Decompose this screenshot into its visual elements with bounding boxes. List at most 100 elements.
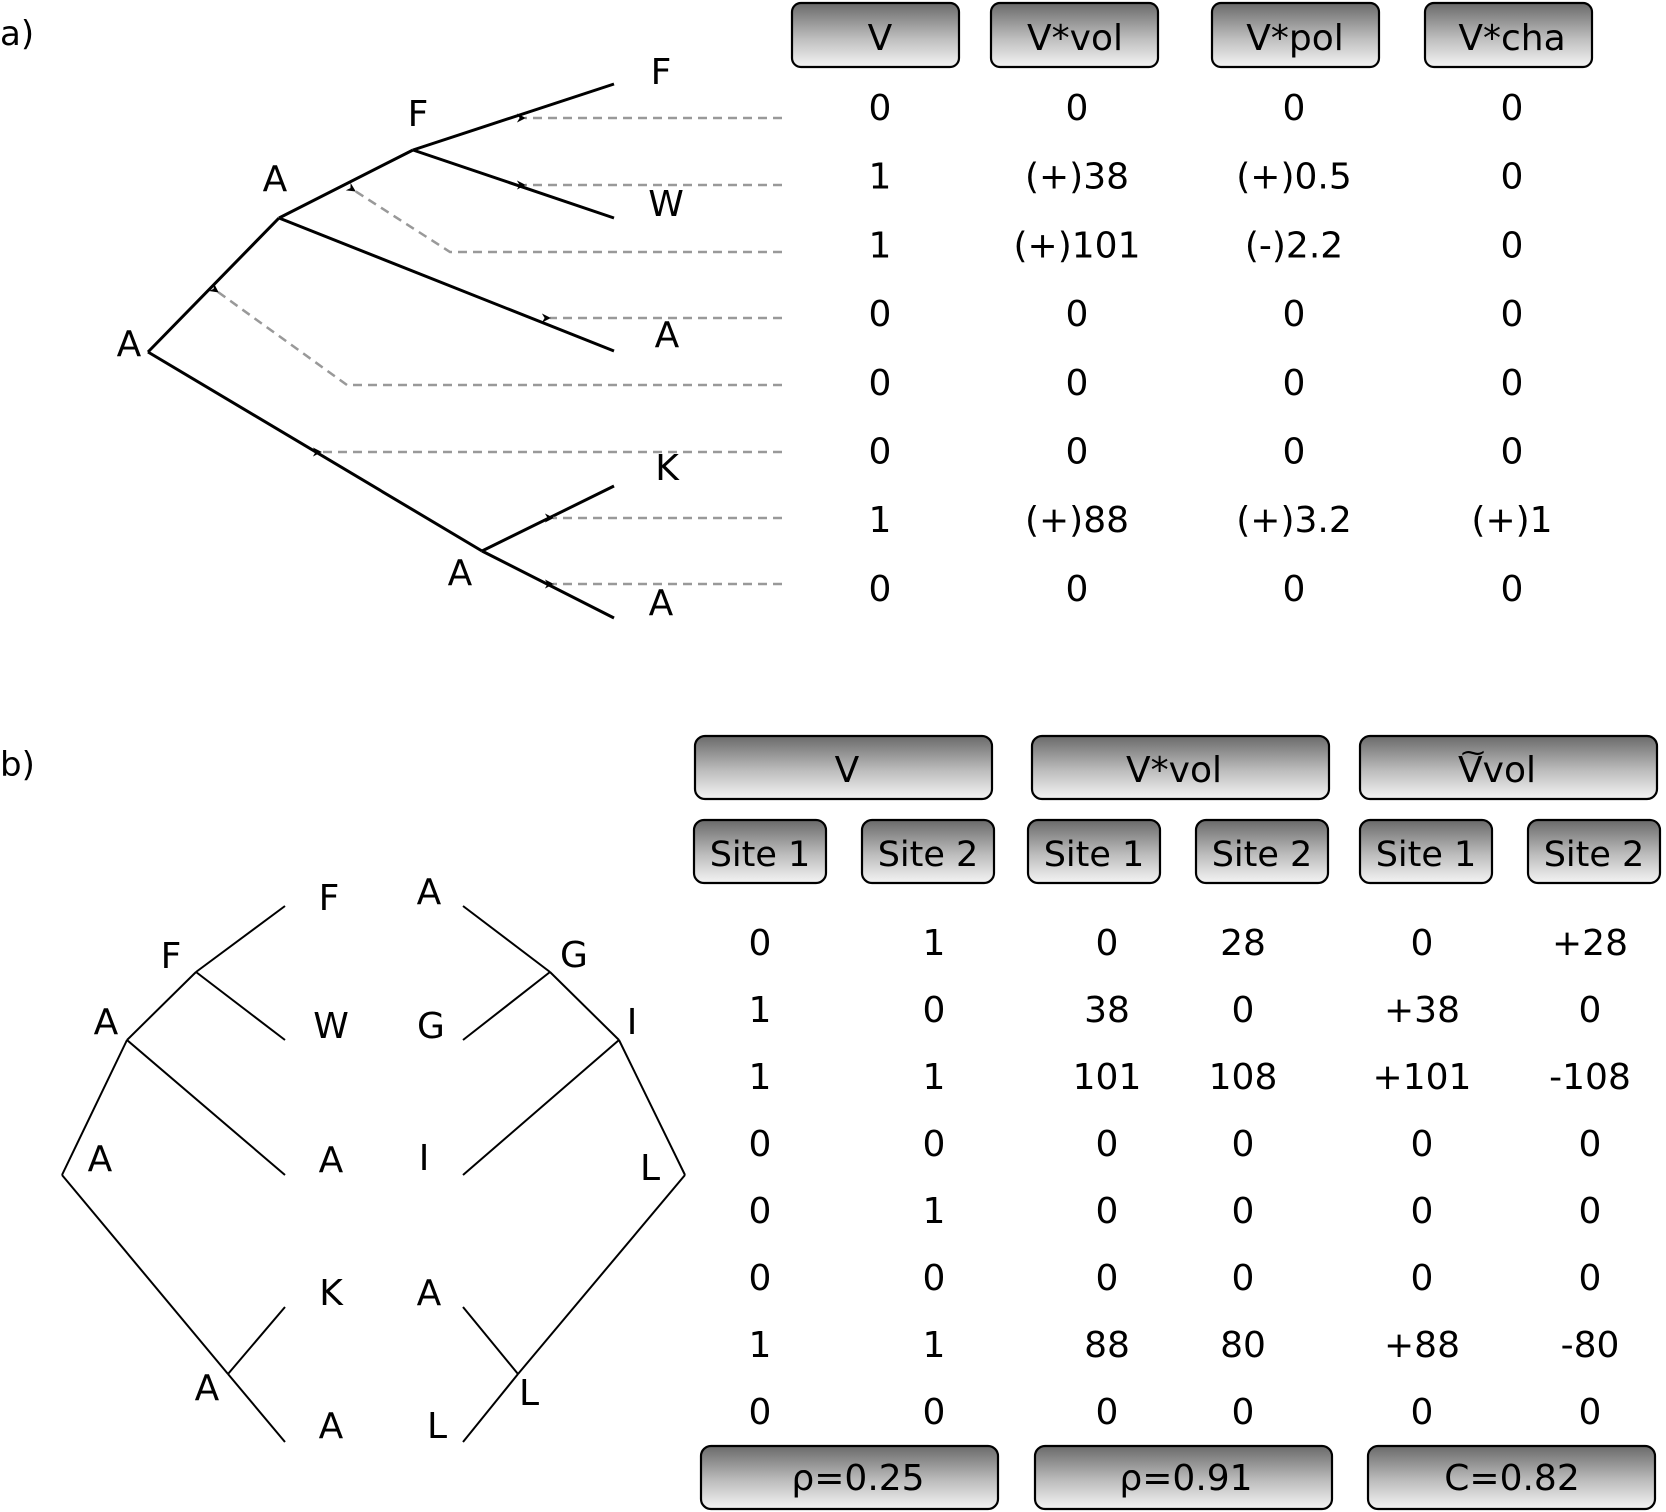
table-a-cell: 1 (869, 225, 892, 266)
table-a-cell: 0 (1066, 363, 1089, 404)
panel-a-tree (146, 82, 615, 620)
table-b-cell: 0 (1232, 990, 1255, 1031)
table-a-cell: 1 (869, 500, 892, 541)
group-header-box (1030, 734, 1331, 801)
header-box (1210, 1, 1381, 69)
node-label-root: L (640, 1148, 660, 1189)
table-b-cell: 1 (923, 1325, 946, 1366)
column-header-v-pol: V*pol (1246, 18, 1344, 59)
node-label-inner-upper: A (263, 159, 288, 200)
table-b-cell: +101 (1373, 1057, 1472, 1098)
table-a-cell: 0 (1283, 363, 1306, 404)
site-header-label: Site 2 (1544, 835, 1645, 875)
leaf-label: G (417, 1006, 445, 1047)
site-header-label: Site 2 (878, 835, 979, 875)
table-b-cell: 0 (1096, 1124, 1119, 1165)
table-b-cell: 0 (1096, 1392, 1119, 1433)
table-b-cell: 108 (1209, 1057, 1278, 1098)
table-a-cell: (+)101 (1014, 225, 1141, 266)
leaf-label: A (417, 872, 442, 913)
node-label-inner-lower: L (519, 1373, 539, 1414)
site-header-box (1526, 818, 1662, 885)
node-label-inner-top: F (161, 936, 182, 977)
table-a-cell: 0 (1283, 88, 1306, 129)
table-b-cell: 88 (1084, 1325, 1130, 1366)
branch (227, 1373, 286, 1443)
table-b-cell: 0 (923, 1258, 946, 1299)
table-b-cell: 0 (1411, 1124, 1434, 1165)
table-b-cell: 38 (1084, 990, 1130, 1031)
node-label-root: A (117, 324, 142, 365)
table-b-cell: 0 (1411, 1191, 1434, 1232)
site-header-box (860, 818, 996, 885)
table-b-cell: +88 (1384, 1325, 1460, 1366)
table-a-cell: 0 (869, 88, 892, 129)
table-b-cell: 80 (1220, 1325, 1266, 1366)
table-b-cell: 0 (1579, 990, 1602, 1031)
panel-b-footers: ρ=0.25 ρ=0.91 C=0.82 (699, 1444, 1657, 1511)
table-b-cell: 1 (923, 1057, 946, 1098)
footer-box (699, 1444, 1000, 1511)
branch (61, 1174, 229, 1375)
table-b-cell: 0 (1579, 1191, 1602, 1232)
table-b-cell: 0 (749, 1191, 772, 1232)
footer-rho-v-vol: ρ=0.91 (1119, 1458, 1252, 1499)
panel-b-left-tree (61, 905, 286, 1443)
table-b-cell: 1 (923, 1191, 946, 1232)
table-b-cell: 0 (1232, 1392, 1255, 1433)
branch-root-upper (146, 216, 281, 354)
branch (462, 1039, 620, 1176)
table-b-cell: 28 (1220, 923, 1266, 964)
table-a-cell: 0 (869, 363, 892, 404)
panel-b-label: b) (0, 745, 35, 785)
table-a-cell: 0 (1501, 157, 1524, 198)
leaf-label: K (319, 1273, 344, 1314)
site-header-box (1194, 818, 1330, 885)
table-a-cell: (+)38 (1025, 157, 1129, 198)
table-b-cell: 1 (749, 1325, 772, 1366)
node-label-inner-upper: I (627, 1002, 638, 1043)
footer-box (1033, 1444, 1334, 1511)
header-box (790, 1, 961, 69)
table-a-cell: (+)1 (1471, 500, 1552, 541)
node-label-inner-lower: A (448, 553, 473, 594)
site-header-label: Site 1 (1044, 835, 1145, 875)
site-header-label: Site 2 (1212, 835, 1313, 875)
column-header-v-cha: V*cha (1458, 18, 1565, 59)
branch (126, 1039, 286, 1176)
footer-rho-v: ρ=0.25 (791, 1458, 924, 1499)
node-label-inner-upper: A (94, 1002, 119, 1043)
connector-row-5 (208, 283, 782, 387)
table-a-cell: (+)3.2 (1236, 500, 1352, 541)
table-a-cell: 0 (1066, 432, 1089, 473)
column-header-v-vol: V*vol (1027, 18, 1123, 59)
table-b-cell: 0 (1411, 1258, 1434, 1299)
leaf-label: K (655, 448, 680, 489)
table-b-cell: 101 (1073, 1057, 1142, 1098)
table-a-cell: (+)88 (1025, 500, 1129, 541)
table-b-cell: 0 (1232, 1191, 1255, 1232)
branch (61, 1039, 128, 1176)
table-b-cell: 1 (749, 1057, 772, 1098)
table-a-cell: 0 (1283, 569, 1306, 610)
table-b-cell: 1 (923, 923, 946, 964)
table-a-cell: 0 (1501, 225, 1524, 266)
panel-b: b) A A F A F W A K A (0, 734, 1662, 1511)
leaf-label: A (649, 583, 674, 624)
table-a-cell: 0 (1283, 432, 1306, 473)
table-b-cell: 0 (923, 1392, 946, 1433)
panel-b-site-headers: Site 1 Site 2 Site 1 Site 2 Site 1 Site … (692, 818, 1662, 885)
tilde-mark: ~ (1459, 738, 1487, 768)
leaf-label: A (319, 1406, 344, 1447)
table-b-cell: 0 (1579, 1392, 1602, 1433)
header-box (1423, 1, 1594, 69)
panel-b-right-tree-labels: L I G L A G I A L (417, 872, 660, 1447)
connector-row-3 (345, 182, 782, 254)
node-label-inner-top: F (408, 94, 429, 135)
table-a-cell: 0 (1283, 294, 1306, 335)
table-b-cell: -108 (1549, 1057, 1631, 1098)
table-a-cell: 0 (1066, 569, 1089, 610)
branch (462, 1306, 519, 1375)
